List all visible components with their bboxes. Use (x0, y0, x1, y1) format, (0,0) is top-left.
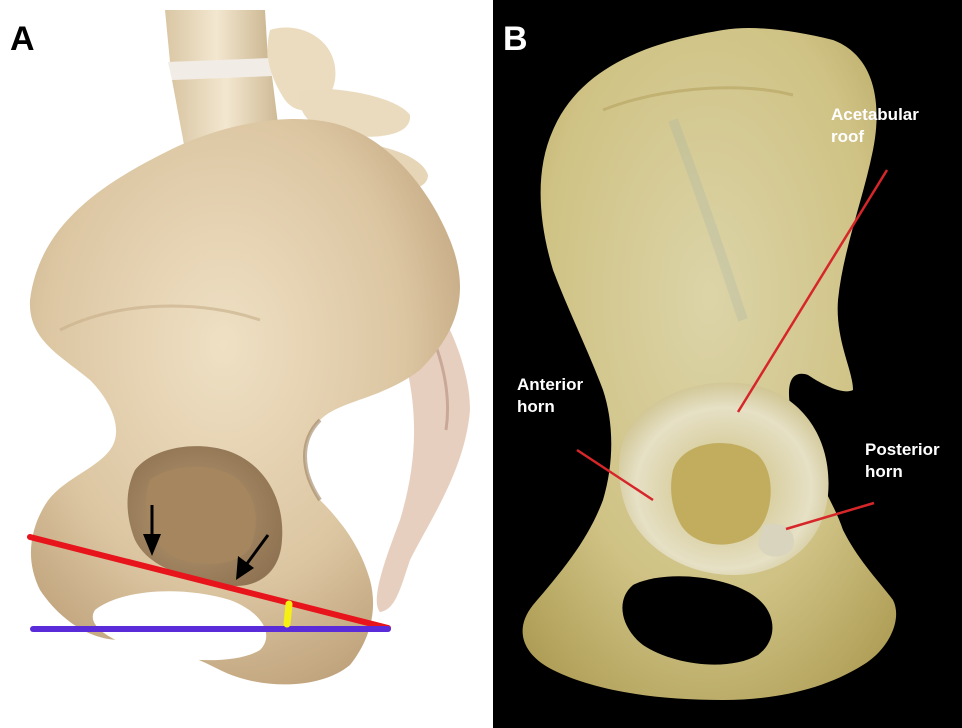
panel-a-illustration (0, 0, 490, 728)
label-acetabular-roof-line1: Acetabular (831, 104, 919, 126)
label-posterior-horn-line2: horn (865, 461, 940, 483)
label-acetabular-roof-line2: roof (831, 126, 919, 148)
label-posterior-horn: Posterior horn (865, 439, 940, 483)
label-anterior-horn-line2: horn (517, 396, 583, 418)
pelvis-bone (30, 10, 470, 684)
yellow-mark (287, 604, 289, 624)
panel-b: B Acetabular roof Anterior horn Posterio… (493, 0, 962, 728)
panel-a-letter: A (10, 22, 35, 56)
label-anterior-horn: Anterior horn (517, 374, 583, 418)
label-acetabular-roof: Acetabular roof (831, 104, 919, 148)
label-anterior-horn-line1: Anterior (517, 374, 583, 396)
panel-b-letter: B (503, 22, 528, 56)
label-posterior-horn-line1: Posterior (865, 439, 940, 461)
panel-a: A (0, 0, 490, 728)
